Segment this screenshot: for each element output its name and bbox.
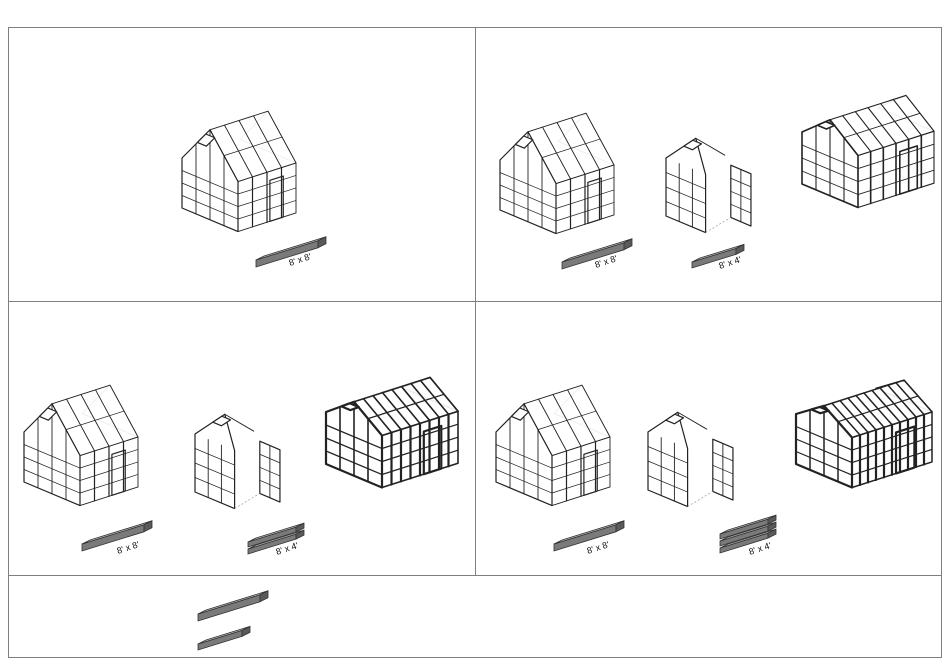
greenhouse-8x16 xyxy=(326,377,458,487)
greenhouse-8x20 xyxy=(796,380,932,487)
greenhouse-8x12 xyxy=(802,95,934,207)
ext-base-line xyxy=(706,217,731,232)
board-face xyxy=(198,630,242,650)
board-end xyxy=(318,237,326,248)
greenhouse-8x8 xyxy=(500,113,614,233)
ext-frame-front xyxy=(666,138,706,232)
foundation-board xyxy=(198,626,250,650)
ext-base-line xyxy=(688,491,713,506)
greenhouse-8x8 xyxy=(496,385,610,505)
label-8x8: 8' x 8' xyxy=(586,539,611,556)
greenhouse-8x8 xyxy=(24,385,138,505)
board-end xyxy=(616,521,624,532)
label-8x8: 8' x 8' xyxy=(116,539,141,556)
panel-frames xyxy=(9,28,942,658)
greenhouse-extension-8x4 xyxy=(666,138,751,232)
greenhouse-8x8 xyxy=(182,111,296,231)
greenhouse-extension-8x4 xyxy=(648,412,733,506)
board-face xyxy=(198,595,260,621)
ext-base-line xyxy=(235,493,260,508)
ext-frame-front xyxy=(195,414,235,508)
board-end xyxy=(144,521,152,532)
ext-frame-front xyxy=(648,412,688,506)
greenhouse-extension-8x4 xyxy=(195,414,280,508)
board-end xyxy=(260,591,268,602)
panel-5-frame xyxy=(9,576,942,658)
board-end xyxy=(624,239,632,250)
foundation-board xyxy=(198,591,268,621)
